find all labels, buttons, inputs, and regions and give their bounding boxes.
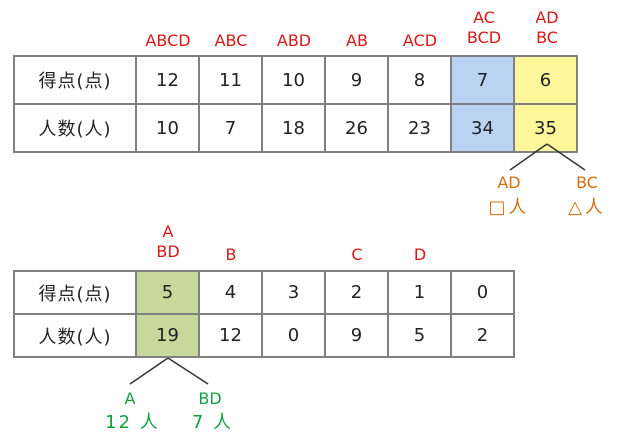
t2-header-d: D (413, 245, 427, 264)
row-label-score: 得点(点) (13, 270, 137, 315)
t1-header-ab: AB (346, 31, 368, 50)
t1-header-abcd: ABCD (145, 31, 191, 50)
t1-score-cell: 8 (387, 55, 452, 105)
row-label-score: 得点(点) (13, 55, 137, 105)
t2-score-cell: 3 (261, 270, 326, 315)
t1-score-cell-ad-bc: 6 (513, 55, 578, 105)
row-label-count: 人数(人) (13, 103, 137, 153)
t2-count-cell: 0 (261, 313, 326, 358)
t1-header-acd: ACD (402, 31, 438, 50)
t1-count-cell-ac-bcd: 34 (450, 103, 515, 153)
t2-score-cell: 2 (324, 270, 389, 315)
t1-count-cell: 23 (387, 103, 452, 153)
t2-score-cell: 0 (450, 270, 515, 315)
t2-split-a-count: 12 人 (105, 412, 160, 433)
t1-score-cell: 12 (135, 55, 200, 105)
t2-score-cell-a-bd: 5 (135, 270, 200, 315)
t2-count-cell: 5 (387, 313, 452, 358)
t2-header-b: B (225, 245, 237, 264)
t1-split-ad: AD (497, 173, 521, 192)
t2-branch-right (167, 357, 209, 385)
t2-split-a: A (124, 389, 136, 408)
t1-count-cell: 26 (324, 103, 389, 153)
t2-score-cell: 1 (387, 270, 452, 315)
t1-count-cell: 18 (261, 103, 326, 153)
t1-branch-right (546, 143, 586, 171)
t1-count-cell: 10 (135, 103, 200, 153)
t2-split-bd-count: 7 人 (191, 412, 234, 433)
t2-branch-left (129, 357, 169, 385)
t1-header-abd: ABD (276, 31, 312, 50)
t1-split-bc-count: △人 (568, 197, 606, 218)
t2-split-bd: BD (198, 389, 222, 408)
t2-count-cell: 2 (450, 313, 515, 358)
t2-header-c: C (351, 245, 363, 264)
t2-header-a-bd: A BD (156, 222, 180, 261)
t1-count-cell: 7 (198, 103, 263, 153)
t1-split-ad-count: □人 (488, 197, 530, 218)
t2-count-cell: 9 (324, 313, 389, 358)
score-table-1: 得点(点) 12 11 10 9 8 7 6 人数(人) 10 7 18 26 … (13, 55, 578, 153)
t1-score-cell: 10 (261, 55, 326, 105)
score-table-2: 得点(点) 5 4 3 2 1 0 人数(人) 19 12 0 9 5 2 (13, 270, 515, 358)
t1-score-cell-ac-bcd: 7 (450, 55, 515, 105)
t1-score-cell: 9 (324, 55, 389, 105)
t1-header-abc: ABC (214, 31, 248, 50)
t2-score-cell: 4 (198, 270, 263, 315)
t1-header-ac-bcd: AC BCD (466, 8, 502, 47)
t2-count-cell: 12 (198, 313, 263, 358)
t1-header-ad-bc: AD BC (535, 8, 559, 47)
t1-branch-left (509, 143, 548, 171)
t1-split-bc: BC (576, 173, 598, 192)
t1-score-cell: 11 (198, 55, 263, 105)
t2-count-cell-a-bd: 19 (135, 313, 200, 358)
row-label-count: 人数(人) (13, 313, 137, 358)
